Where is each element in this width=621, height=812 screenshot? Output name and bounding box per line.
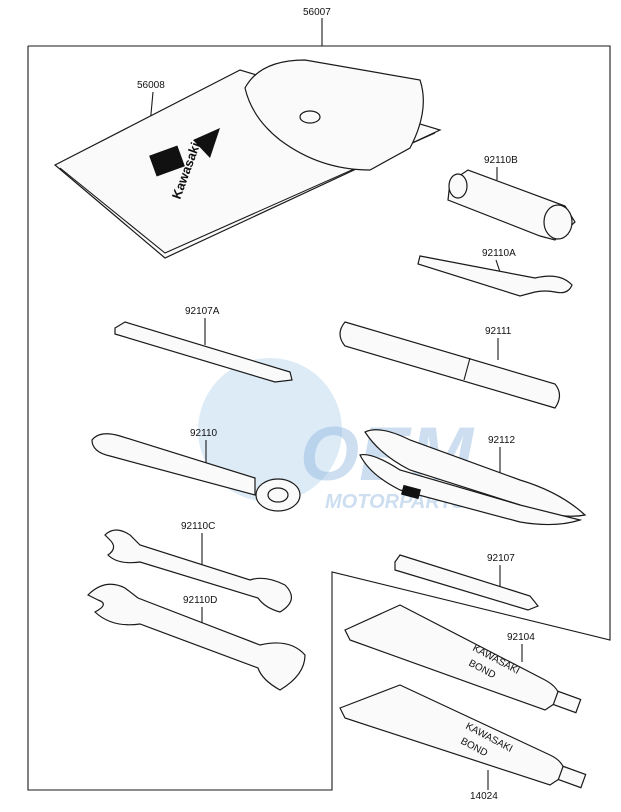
open-wrench-small (104, 529, 292, 613)
bond-tube-1: KAWASAKI BOND (344, 604, 582, 714)
spanner-hook (417, 255, 573, 297)
part-number-92110C: 92110C (181, 521, 215, 532)
part-number-92107A: 92107A (185, 306, 220, 317)
part-number-92110: 92110 (190, 428, 218, 439)
pliers-grip-mark-icon (401, 484, 421, 500)
screwdriver-cross (394, 554, 539, 611)
kawasaki-logo-icon (149, 145, 185, 177)
part-number-92110B: 92110B (484, 155, 518, 166)
part-number-92110D: 92110D (183, 595, 217, 606)
screwdriver-flat (114, 321, 293, 383)
part-number-92110A: 92110A (482, 248, 516, 259)
part-number-14024: 14024 (470, 791, 498, 802)
watermark-globe-icon (198, 358, 342, 502)
bond-tube-2: KAWASAKI BOND (339, 684, 587, 789)
ring-wrench (91, 433, 301, 512)
part-number-56008: 56008 (137, 80, 165, 91)
open-wrench-large (86, 583, 306, 691)
tool-bag: Kawasaki (53, 59, 442, 259)
plug-wrench (447, 169, 576, 241)
bag-snap-button (299, 110, 321, 124)
kit-border (27, 45, 611, 791)
part-number-92104: 92104 (507, 632, 535, 643)
handle (339, 321, 561, 409)
pliers (359, 429, 587, 526)
part-number-92107: 92107 (487, 553, 515, 564)
part-number-92111: 92111 (485, 326, 512, 337)
kit-outline (27, 18, 611, 791)
part-number-56007: 56007 (303, 7, 331, 18)
part-number-92112: 92112 (488, 435, 516, 446)
kawasaki-k-mark-icon (193, 128, 220, 158)
